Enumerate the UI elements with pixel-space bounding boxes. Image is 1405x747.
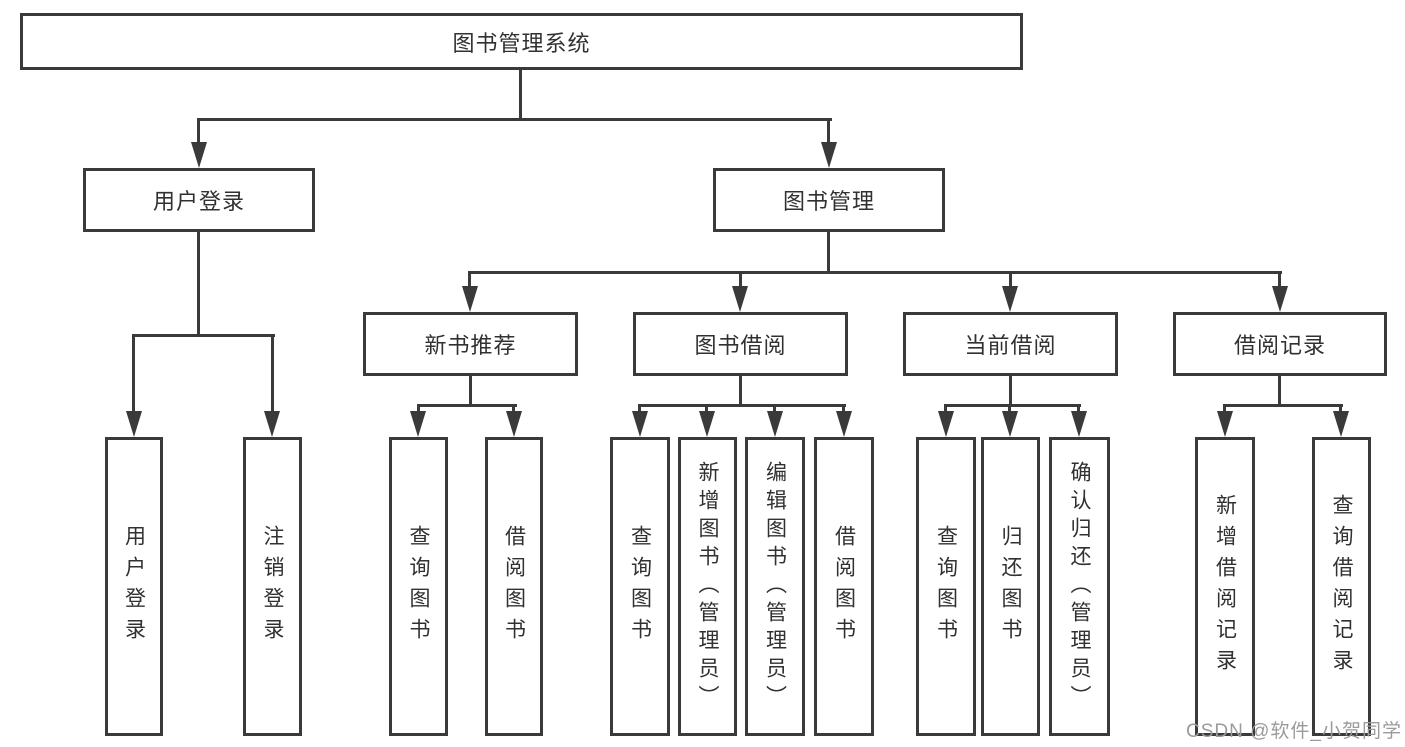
arrowhead-book-borrow [732,286,748,312]
arrowhead-new-book [462,286,478,312]
arrowhead-leaf-borrow-books-2 [836,411,852,437]
node-user-login: 用户登录 [83,168,315,232]
leaf-return-books: 归还图书 [981,437,1040,736]
leaf-query-books-3: 查询图书 [916,437,976,736]
arrowhead-book-management [821,142,837,168]
connector-borrow-records-stem [1278,376,1281,406]
arrowhead-leaf-query-books-2 [632,411,648,437]
connector-drop-leaf-user-login [132,334,135,414]
leaf-add-borrow-record: 新增借阅记录 [1195,437,1255,736]
node-book-borrow: 图书借阅 [633,312,848,376]
connector-book-management-stem [827,232,830,273]
node-current-borrow: 当前借阅 [903,312,1118,376]
leaf-logout-login: 注销登录 [243,437,302,736]
connector-drop-leaf [638,404,641,414]
arrowhead-leaf-user-login [126,411,142,437]
arrowhead-borrow-records [1272,286,1288,312]
arrowhead-leaf-edit-book [767,411,783,437]
arrowhead-leaf-confirm-return [1071,411,1087,437]
connector-new-book-stem [469,376,472,406]
connector-drop-leaf [1008,404,1011,414]
node-library-system: 图书管理系统 [20,13,1023,70]
arrowhead-leaf-logout [264,411,280,437]
arrowhead-leaf-borrow-books-1 [506,411,522,437]
connector-book-borrow-hub [638,404,846,407]
connector-drop-book-management [827,118,830,144]
connector-drop-new-book [468,271,471,288]
connector-root-bar [197,118,832,121]
node-borrow-records: 借阅记录 [1173,312,1387,376]
connector-book-borrow-stem [739,376,742,406]
arrowhead-current-borrow [1002,286,1018,312]
leaf-edit-book-admin: 编辑图书（管理员） [745,437,805,736]
connector-current-borrow-stem [1009,376,1012,406]
leaf-user-login: 用户登录 [105,437,163,736]
leaf-confirm-return-admin: 确认归还（管理员） [1049,437,1110,736]
connector-drop-borrow-records [1278,271,1281,288]
connector-drop-leaf [1339,404,1342,414]
leaf-borrow-books-2: 借阅图书 [814,437,874,736]
connector-current-borrow-hub [944,404,1081,407]
arrowhead-leaf-query-books-1 [410,411,426,437]
leaf-query-books-1: 查询图书 [389,437,448,736]
connector-drop-leaf [773,404,776,414]
arrowhead-leaf-add-book [699,411,715,437]
connector-drop-leaf [842,404,845,414]
leaf-add-book-admin: 新增图书（管理员） [678,437,737,736]
connector-drop-current-borrow [1009,271,1012,288]
arrowhead-leaf-query-record [1333,411,1349,437]
connector-book-management-bar [469,271,1282,274]
arrowhead-leaf-query-books-3 [938,411,954,437]
leaf-query-borrow-record: 查询借阅记录 [1312,437,1371,736]
connector-drop-leaf-logout [271,334,274,414]
connector-new-book-hub [417,404,517,407]
connector-drop-leaf [417,404,420,414]
connector-drop-leaf [944,404,947,414]
connector-root-stem [519,70,522,119]
connector-user-login-hub [132,334,275,337]
arrowhead-user-login [191,142,207,168]
connector-drop-book-borrow [739,271,742,288]
leaf-query-books-2: 查询图书 [610,437,670,736]
connector-user-login-stem [197,232,200,336]
csdn-watermark: CSDN @软件_小贺同学 [1186,721,1402,742]
connector-drop-leaf [512,404,515,414]
connector-drop-leaf [705,404,708,414]
node-book-management: 图书管理 [713,168,945,232]
connector-drop-leaf [1223,404,1226,414]
arrowhead-leaf-add-record [1217,411,1233,437]
connector-borrow-records-hub [1223,404,1343,407]
arrowhead-leaf-return-books [1002,411,1018,437]
connector-drop-leaf [1077,404,1080,414]
leaf-borrow-books-1: 借阅图书 [485,437,543,736]
connector-drop-user-login [197,118,200,144]
node-new-book-recommend: 新书推荐 [363,312,578,376]
